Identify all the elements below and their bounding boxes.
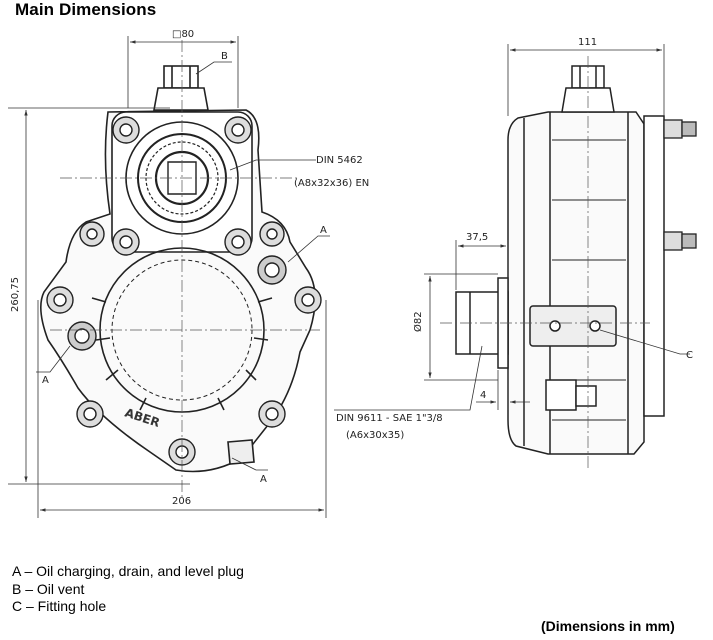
callout-a-left: A [42, 375, 49, 386]
side-view [455, 65, 697, 455]
vent-plug [163, 65, 199, 89]
dim-side-width: 111 [578, 37, 597, 48]
units-note: (Dimensions in mm) [541, 618, 675, 634]
legend-item-b: B – Oil vent [12, 581, 85, 597]
callout-a-right: A [320, 225, 327, 236]
callout-a-bottom: A [260, 474, 267, 485]
side-dimension-lines [334, 44, 690, 411]
callout-din-top-1: DIN 5462 [316, 155, 363, 166]
callout-b: B [221, 51, 228, 62]
side-housing-outline [507, 111, 645, 455]
dim-top-width: □80 [172, 29, 194, 40]
dim-shaft-gap: 4 [480, 390, 486, 401]
front-centerlines [50, 40, 320, 500]
dim-offset: 37,5 [466, 232, 488, 243]
callout-c: C [686, 350, 693, 361]
legend-item-a: A – Oil charging, drain, and level plug [12, 563, 244, 579]
dim-shaft-dia: Ø82 [412, 311, 424, 332]
front-dimension-lines [8, 36, 330, 518]
front-view [40, 65, 322, 473]
page-title: Main Dimensions [15, 0, 157, 19]
callout-din-top-2: (A8x32x36) EN [294, 178, 369, 189]
side-centerlines [440, 56, 650, 470]
bolt-group [46, 116, 322, 466]
callout-din-bottom-2: (A6x30x35) [346, 430, 404, 441]
dim-bottom-width: 206 [172, 496, 191, 507]
callout-din-bottom-1: DIN 9611 - SAE 1"3/8 [336, 413, 443, 424]
dim-height: 260,75 [10, 277, 21, 312]
legend-item-c: C – Fitting hole [12, 598, 107, 614]
